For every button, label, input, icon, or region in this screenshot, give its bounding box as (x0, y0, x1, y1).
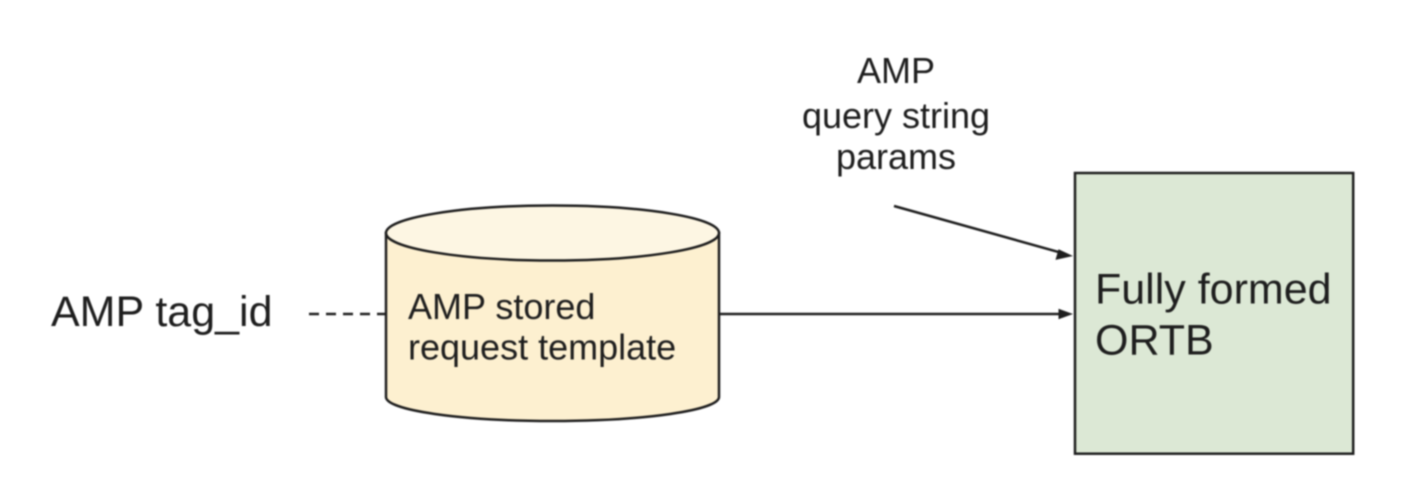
svg-text:AMP tag_id: AMP tag_id (51, 288, 273, 336)
svg-text:AMP stored: AMP stored (408, 286, 595, 327)
svg-text:ORTB: ORTB (1095, 317, 1214, 365)
svg-text:request template: request template (408, 327, 676, 368)
svg-text:AMP: AMP (857, 50, 935, 91)
svg-text:params: params (836, 136, 956, 177)
svg-text:Fully formed: Fully formed (1095, 266, 1332, 314)
svg-text:query string: query string (802, 95, 990, 136)
